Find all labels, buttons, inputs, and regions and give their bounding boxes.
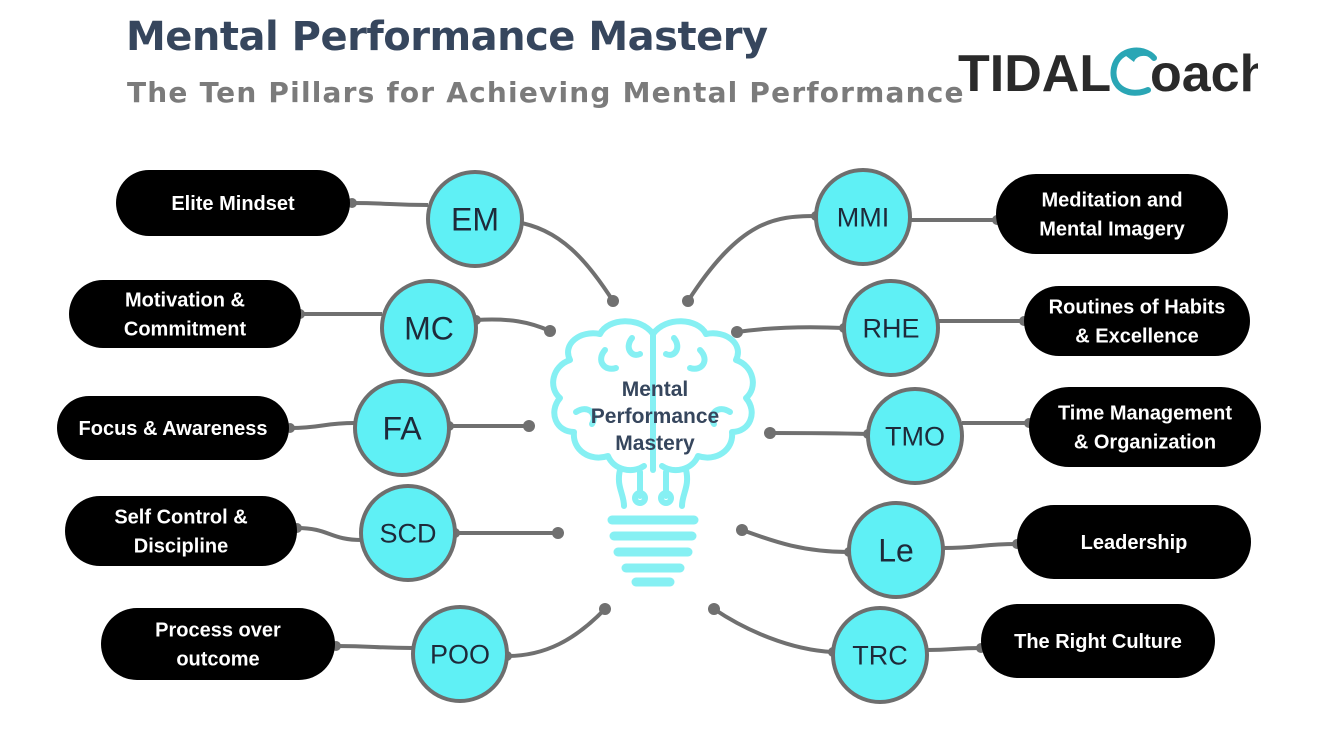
pillar-label-box-rhe	[1024, 286, 1250, 356]
pillar-label-scd-line-2: Discipline	[134, 536, 228, 558]
logo-word-oach: oach	[1150, 45, 1258, 103]
page-title: Mental Performance Mastery	[126, 14, 768, 60]
pillar-circle-mmi	[814, 168, 912, 266]
connector-brain-poo	[506, 607, 607, 658]
pillar-label-box-mc	[69, 280, 301, 348]
connector-brain-em	[514, 220, 615, 303]
pillar-label-poo-line-2: outcome	[176, 649, 259, 671]
pillar-abbr-poo: POO	[430, 640, 490, 670]
pillar-abbr-tmo: TMO	[885, 422, 945, 452]
pillar-tmo: Time Management & Organization TMO	[866, 387, 1261, 485]
connector-brain-trc	[712, 607, 834, 654]
pillar-abbr-fa: FA	[382, 411, 422, 447]
logo-wave-crest-icon	[1126, 50, 1152, 62]
pillar-abbr-le: Le	[878, 533, 914, 569]
page-subtitle: The Ten Pillars for Achieving Mental Per…	[127, 76, 965, 109]
pillar-abbr-em: EM	[451, 202, 499, 238]
connector-brain-rhe	[736, 325, 845, 334]
pillar-circle-em	[426, 170, 524, 268]
pillar-circle-fa	[353, 379, 451, 477]
connector-brain-mmi	[686, 214, 817, 303]
pillar-fa: Focus & Awareness FA	[57, 379, 451, 477]
pillar-label-box-em	[116, 170, 350, 236]
connector-pill-poo	[335, 644, 414, 650]
connector-dot-brain-mc	[544, 325, 556, 337]
connector-pill-fa	[289, 421, 356, 430]
pillar-nodes: Elite Mindset EM Motivation & Commitment MC F…	[57, 168, 1261, 704]
pillar-label-box-fa	[57, 396, 289, 460]
connector-dot-brain-trc	[708, 603, 720, 615]
connector-brain-le	[741, 528, 850, 554]
connector-pill-scd	[296, 526, 363, 542]
pillar-circle-mc	[380, 279, 478, 377]
pillar-mc: Motivation & Commitment MC	[69, 279, 478, 377]
connector-dot-brain-fa	[523, 420, 535, 432]
pillar-rhe: Routines of Habits & Excellence RHE	[842, 279, 1250, 377]
pillar-label-mmi-line-1: Meditation and	[1041, 190, 1182, 212]
connector-brain-mc	[475, 317, 551, 333]
pillar-label-rhe-line-1: Routines of Habits	[1049, 297, 1226, 319]
pillar-label-tmo-line-2: & Organization	[1074, 432, 1216, 454]
pillar-circle-tmo	[866, 387, 964, 485]
connector-dot-brain-em	[607, 295, 619, 307]
logo-word-tidal: TIDAL	[958, 45, 1111, 103]
pillar-label-tmo-line-1: Time Management	[1058, 403, 1232, 425]
pillar-label-fa-line-1: Focus & Awareness	[79, 418, 268, 440]
pillar-label-mc-line-2: Commitment	[124, 319, 247, 341]
pillar-abbr-rhe: RHE	[862, 314, 919, 344]
pillar-circle-le	[847, 501, 945, 599]
pillar-trc: The Right Culture TRC	[831, 604, 1215, 704]
connector-dot-brain-rhe	[731, 326, 743, 338]
brain-bulb-icon	[550, 318, 756, 587]
pillar-abbr-mc: MC	[404, 311, 454, 347]
pillar-label-rhe-line-2: & Excellence	[1075, 326, 1198, 348]
center-label-line-3: Mastery	[615, 432, 695, 455]
pillar-label-box-tmo	[1029, 387, 1261, 467]
pillar-label-trc-line-1: The Right Culture	[1014, 631, 1182, 653]
pillar-circle-rhe	[842, 279, 940, 377]
pillar-label-le-line-1: Leadership	[1081, 532, 1188, 554]
pillar-circle-poo	[411, 605, 509, 703]
center-label-line-1: Mental	[622, 378, 689, 401]
pillar-circle-trc	[831, 606, 929, 704]
pillar-label-box-mmi	[996, 174, 1228, 254]
pillar-label-mc-line-1: Motivation &	[125, 290, 245, 312]
pillar-poo: Process over outcome POO	[101, 605, 509, 703]
pillar-label-em-line-1: Elite Mindset	[171, 193, 295, 215]
tidal-coach-logo: TIDAL oach	[958, 45, 1258, 103]
pillar-label-scd-line-1: Self Control &	[114, 507, 247, 529]
center-label: Mental Performance Mastery	[591, 378, 719, 455]
connector-dot-brain-mmi	[682, 295, 694, 307]
pillar-label-poo-line-1: Process over	[155, 620, 281, 642]
pillar-abbr-trc: TRC	[852, 641, 908, 671]
connector-brain-tmo	[769, 431, 869, 436]
pillar-label-mmi-line-2: Mental Imagery	[1039, 219, 1185, 241]
pillar-abbr-mmi: MMI	[837, 203, 889, 233]
pillar-label-box-poo	[101, 608, 335, 680]
connector-dot-brain-scd	[552, 527, 564, 539]
pillar-abbr-scd: SCD	[379, 519, 436, 549]
pillar-circle-scd	[359, 484, 457, 582]
pillar-em: Elite Mindset EM	[116, 170, 524, 268]
connector-pill-trc	[926, 646, 982, 652]
connector-pill-le	[942, 542, 1018, 550]
pillar-scd: Self Control & Discipline SCD	[65, 484, 457, 582]
connector-dot-brain-poo	[599, 603, 611, 615]
pillar-label-box-trc	[981, 604, 1215, 678]
connector-pill-em	[351, 201, 429, 207]
center-label-line-2: Performance	[591, 405, 719, 428]
connector-dot-brain-tmo	[764, 427, 776, 439]
pillar-le: Leadership Le	[847, 501, 1251, 599]
pillar-label-box-scd	[65, 496, 297, 566]
pillar-label-box-le	[1017, 505, 1251, 579]
connector-dot-brain-le	[736, 524, 748, 536]
